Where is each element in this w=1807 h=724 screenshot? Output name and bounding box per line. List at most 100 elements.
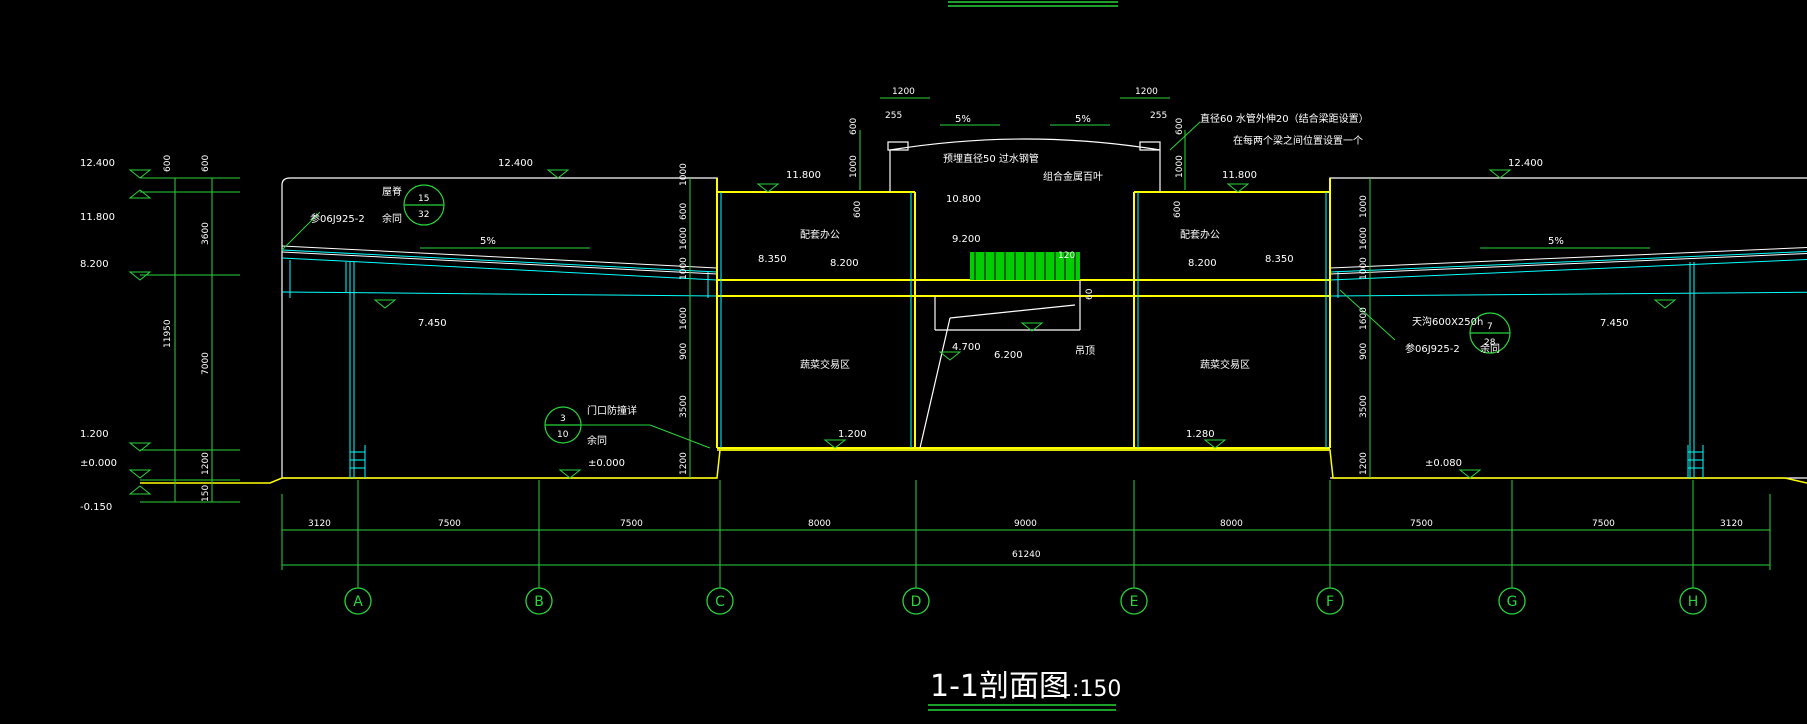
top-dim-255-r: 255 <box>1150 111 1167 121</box>
text-layer: 12.400 11.800 8.200 1.200 ±0.000 -0.150 … <box>80 87 1743 704</box>
bottom-dim-3: 8000 <box>808 519 831 529</box>
elev-6200: 6.200 <box>994 350 1023 361</box>
bottom-dim-1: 7500 <box>438 519 461 529</box>
level-markers <box>128 169 1677 495</box>
col-dim-r-6: 1200 <box>1359 452 1369 475</box>
callout-1-top: 15 <box>418 194 429 204</box>
elev-10800: 10.800 <box>946 194 981 205</box>
dim-3600: 3600 <box>201 222 211 245</box>
dim-600-b: 600 <box>201 155 211 172</box>
central-structure <box>716 178 1331 449</box>
note-pipe-2: 在每两个梁之间位置设置一个 <box>1233 134 1363 147</box>
callout-1-bot: 32 <box>418 210 429 220</box>
dim-1200: 1200 <box>201 452 211 475</box>
callout-2-bot: 10 <box>557 430 569 440</box>
col-dim-r-0: 1000 <box>1359 195 1369 218</box>
axis-D: D <box>911 594 922 610</box>
slope-4: 5% <box>1548 236 1564 247</box>
col-dim-l-6: 3500 <box>679 395 689 418</box>
col-dim-l-3: 1000 <box>679 257 689 280</box>
elev-11800-r: 11.800 <box>1222 170 1257 181</box>
elev-11800-l: 11.800 <box>786 170 821 181</box>
top-marker <box>948 1 1118 7</box>
top-dim-1200-r: 1200 <box>1135 87 1158 97</box>
elev-0-r: ±0.080 <box>1425 458 1462 469</box>
note-pipe: 直径60 水管外伸20（结合梁距设置） <box>1200 112 1369 125</box>
room-office-r: 配套办公 <box>1180 228 1220 241</box>
slope-2: 5% <box>1075 114 1091 125</box>
note-door: 门口防撞详 <box>587 404 637 417</box>
slope-1: 5% <box>955 114 971 125</box>
col-dim-l-5: 900 <box>679 343 689 360</box>
bottom-dim-8: 3120 <box>1720 519 1743 529</box>
level-minus-left: -0.150 <box>80 502 112 513</box>
level-1200-left: 1.200 <box>80 429 109 440</box>
elev-0-l: ±0.000 <box>588 458 625 469</box>
top-dim-1200-l: 1200 <box>892 87 915 97</box>
elev-4700: 4.700 <box>952 342 981 353</box>
left-roof-white <box>281 245 718 275</box>
drawing-scale: 1:150 <box>1058 677 1121 702</box>
note-ref-l: 参06J925-2 <box>310 212 365 225</box>
top-dim-600-r: 600 <box>1175 118 1185 135</box>
title-underline <box>928 704 1116 711</box>
axis-circles <box>344 587 1707 615</box>
col-dim-l2-a: 600 <box>853 201 863 218</box>
bottom-dim-2: 7500 <box>620 519 643 529</box>
axis-B: B <box>534 594 544 610</box>
bottom-dim-0: 3120 <box>308 519 331 529</box>
callout-3-top: 7 <box>1487 322 1493 332</box>
room-office-l: 配套办公 <box>800 228 840 241</box>
elev-1280-c: 1.280 <box>1186 429 1215 440</box>
elev-1200-c: 1.200 <box>838 429 867 440</box>
callout-3-bot: 28 <box>1484 338 1496 348</box>
right-ladder <box>1687 445 1704 478</box>
drawing-title: 1-1剖面图 <box>930 669 1069 704</box>
note-ref-r: 参06J925-2 <box>1405 342 1460 355</box>
axis-G: G <box>1507 594 1518 610</box>
note-louver: 组合金属百叶 <box>1043 170 1103 183</box>
axis-A: A <box>353 594 363 610</box>
note-same-l: 余同 <box>382 212 402 225</box>
room-ceiling: 吊顶 <box>1075 345 1095 357</box>
dim-7000: 7000 <box>201 352 211 375</box>
top-dim-1000-r: 1000 <box>1175 155 1185 178</box>
axis-E: E <box>1130 594 1139 610</box>
upper-volume <box>887 138 1161 449</box>
left-canopy <box>281 249 718 478</box>
right-canopy <box>1329 251 1807 478</box>
elev-8350-r: 8.350 <box>1265 254 1294 265</box>
note-drain: 预埋直径50 过水钢管 <box>943 152 1039 165</box>
col-dim-l-1: 600 <box>679 203 689 220</box>
col-dim-l-0: 1000 <box>679 163 689 186</box>
level-0-left: ±0.000 <box>80 458 117 469</box>
left-ladder <box>349 445 366 478</box>
level-11800-left: 11.800 <box>80 212 115 223</box>
slope-3: 5% <box>480 236 496 247</box>
building-outline <box>281 177 1807 479</box>
elev-8200-l: 8.200 <box>830 258 859 269</box>
col-dim-l-7: 1200 <box>679 452 689 475</box>
col-dim-r-3: 1600 <box>1359 307 1369 330</box>
central-cyan <box>720 192 1327 448</box>
callout-circles <box>403 184 1511 444</box>
dim-150: 150 <box>201 485 211 502</box>
elev-7450-r: 7.450 <box>1600 318 1629 329</box>
axis-C: C <box>715 594 725 610</box>
dim-total: 11950 <box>163 319 173 348</box>
elev-7450-l: 7.450 <box>418 318 447 329</box>
level-12400-left: 12.400 <box>80 158 115 169</box>
elev-8350-l: 8.350 <box>758 254 787 265</box>
col-dim-r-4: 900 <box>1359 343 1369 360</box>
note-same-r: 余同 <box>1480 342 1500 355</box>
roof-elev-right: 12.400 <box>1508 158 1543 169</box>
col-dim-l-4: 1600 <box>679 307 689 330</box>
roof-elev-left: 12.400 <box>498 158 533 169</box>
room-hall-l: 蔬菜交易区 <box>800 358 850 371</box>
right-roof-white <box>1329 247 1807 275</box>
axis-H: H <box>1688 594 1699 610</box>
note-same-door: 余同 <box>587 434 607 447</box>
elev-9200: 9.200 <box>952 234 981 245</box>
col-dim-r-2: 1000 <box>1359 257 1369 280</box>
